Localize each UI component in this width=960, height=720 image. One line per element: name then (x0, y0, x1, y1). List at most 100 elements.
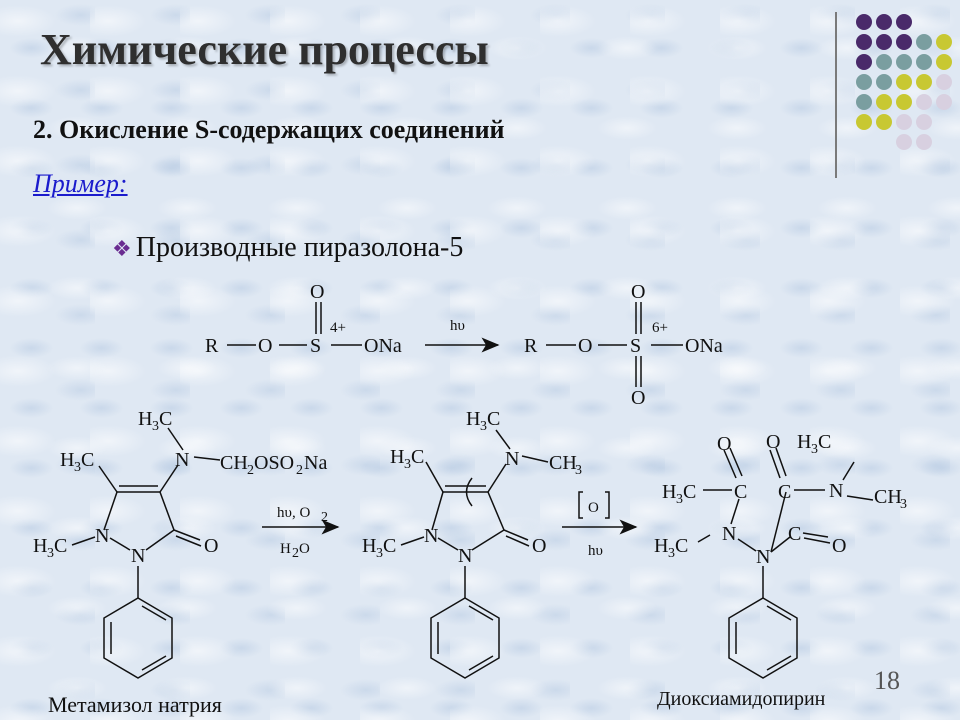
compound-name-dioxyamidopyrine: Диоксиамидопирин (657, 688, 826, 710)
atom-O: O (310, 281, 324, 303)
svg-text:3: 3 (404, 457, 411, 472)
bullet-item: ❖Производные пиразолона-5 (112, 232, 463, 264)
atom-O: O (631, 281, 645, 303)
molecule-aminopyrine (400, 429, 549, 679)
atom-O: O (766, 431, 780, 453)
atom-C: C (675, 535, 688, 557)
decorative-dot (916, 74, 932, 90)
atom-O: O (258, 335, 272, 357)
diamond-bullet-icon: ❖ (112, 236, 132, 261)
decorative-dot (896, 74, 912, 90)
atom-N: N (424, 525, 438, 547)
decorative-dot (896, 94, 912, 110)
svg-text:3: 3 (575, 463, 582, 478)
decorative-dot (936, 74, 952, 90)
decorative-dot (896, 134, 912, 150)
svg-text:2: 2 (296, 463, 303, 478)
atom-R: R (205, 335, 219, 357)
atom-C: C (411, 446, 424, 468)
svg-text:3: 3 (668, 546, 675, 561)
atom-C: C (159, 408, 172, 430)
svg-text:3: 3 (900, 497, 907, 512)
decorative-dot (856, 14, 872, 30)
svg-text:3: 3 (376, 546, 383, 561)
atom-CH: CH (874, 486, 902, 508)
decorative-dot (856, 94, 872, 110)
page-number: 18 (874, 666, 900, 695)
svg-text:3: 3 (152, 419, 159, 434)
decorative-dot (876, 94, 892, 110)
atom-Na: Na (304, 452, 327, 474)
atom-H: H (138, 408, 152, 430)
compound-name-metamizole: Метамизол натрия (48, 692, 222, 717)
decorative-dot (896, 114, 912, 130)
atom-ONa: ONa (685, 335, 723, 357)
atom-H: H (797, 431, 811, 453)
atom-ONa: ONa (364, 335, 402, 357)
decorative-dot (896, 54, 912, 70)
light-label: hυ (450, 318, 465, 334)
decorative-dot (876, 54, 892, 70)
reaction-3-arrow (562, 491, 638, 535)
decorative-divider (835, 12, 837, 178)
decorative-dot (916, 134, 932, 150)
atom-N: N (458, 545, 472, 567)
reaction-1 (227, 302, 683, 387)
atom-C: C (81, 449, 94, 471)
svg-text:3: 3 (480, 419, 487, 434)
molecule-aminopyrine-labels: H 3 C N CH 3 H 3 C N N O H 3 C (362, 408, 582, 567)
atom-H: H (362, 535, 376, 557)
atom-O: O (631, 387, 645, 409)
atom-O: O (578, 335, 592, 357)
decorative-dot (936, 94, 952, 110)
atom-C: C (734, 481, 747, 503)
atom-OSO: OSO (254, 452, 294, 474)
decorative-dot (876, 14, 892, 30)
atom-N: N (829, 480, 843, 502)
atom-H: H (33, 535, 47, 557)
section-heading: 2. Окисление S-содержащих соединений (33, 115, 505, 144)
oxidant-label: O (588, 500, 599, 516)
decorative-dot (916, 34, 932, 50)
example-link[interactable]: Пример: (33, 169, 128, 198)
molecule-metamizole (71, 427, 221, 679)
svg-text:H: H (280, 541, 291, 557)
reaction-3-arrow-labels: O hυ (588, 500, 603, 559)
decorative-dot (856, 54, 872, 70)
svg-text:3: 3 (74, 460, 81, 475)
atom-N: N (722, 523, 736, 545)
atom-O: O (717, 433, 731, 455)
molecule-dioxyamidopyrine (697, 447, 874, 679)
atom-N: N (756, 546, 770, 568)
bullet-text: Производные пиразолона-5 (135, 232, 464, 263)
molecule-metamizole-labels: H 3 C N CH 2 OSO 2 Na H 3 C N N O H 3 C (33, 408, 327, 567)
decorative-dot (896, 34, 912, 50)
atom-C: C (54, 535, 67, 557)
atom-N: N (175, 449, 189, 471)
decorative-dot (876, 34, 892, 50)
oxidation-state: 4+ (330, 320, 346, 336)
decorative-dot (916, 94, 932, 110)
decorative-dot (856, 34, 872, 50)
decorative-dot (936, 54, 952, 70)
svg-text:3: 3 (676, 492, 683, 507)
atom-CH: CH (220, 452, 248, 474)
decorative-dot (916, 54, 932, 70)
svg-text:O: O (299, 541, 310, 557)
atom-C: C (778, 481, 791, 503)
svg-text:, O: , O (292, 505, 311, 521)
decorative-dot-grid (850, 12, 960, 162)
atom-C: C (683, 481, 696, 503)
decorative-dot (936, 34, 952, 50)
decorative-dot (896, 14, 912, 30)
atom-S: S (630, 335, 641, 357)
svg-text:2: 2 (247, 463, 254, 478)
atom-S: S (310, 335, 321, 357)
decorative-dot (876, 114, 892, 130)
atom-H: H (466, 408, 480, 430)
atom-H: H (662, 481, 676, 503)
decorative-dot (876, 74, 892, 90)
atom-C: C (818, 431, 831, 453)
atom-O: O (832, 535, 846, 557)
